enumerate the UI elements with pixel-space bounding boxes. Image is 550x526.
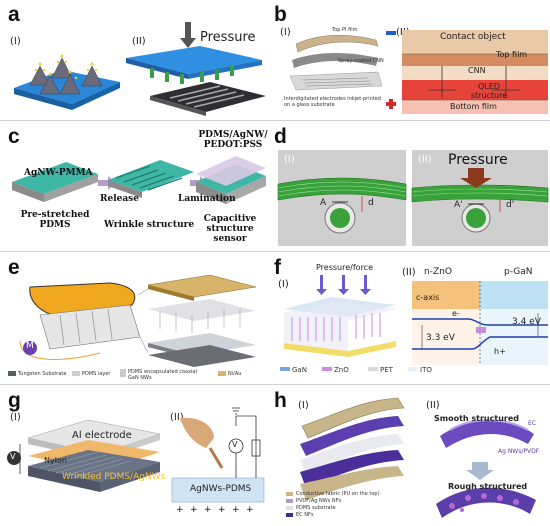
panel-g-label: g	[8, 389, 21, 412]
panel-e-figure	[8, 274, 257, 377]
panel-h-rough: Rough structured	[448, 482, 528, 491]
panel-d-d: d	[368, 198, 374, 208]
panel-a-sub2: (II)	[132, 36, 146, 47]
panel-b-qled: QLED structure	[470, 82, 508, 100]
panel-d-figure	[277, 150, 549, 246]
panel-c-lamination: Lamination	[178, 194, 236, 204]
panel-a-pressure: Pressure	[200, 30, 256, 45]
panel-c-wrinkle: Wrinkle structure	[104, 220, 195, 230]
panel-h-legend-0: Conductive fabric (PU on the top)	[296, 491, 380, 497]
row-separator	[0, 120, 550, 121]
panel-f-label: f	[274, 256, 281, 279]
panel-c-capacitive: Capacitive structure sensor	[203, 214, 257, 244]
panel-b-sub1: (I)	[280, 27, 291, 38]
panel-h-legend-1: PVDF/Ag NWs NFs	[296, 498, 342, 504]
svg-text:+: +	[190, 505, 198, 515]
panel-f-legend-0: GaN	[292, 366, 307, 374]
panel-d-sub1: (I)	[284, 154, 295, 165]
panel-f-legend-2: PET	[380, 366, 393, 374]
svg-text:+: +	[204, 505, 212, 515]
panel-c-figure	[12, 156, 266, 204]
panel-b-label: b	[274, 3, 287, 26]
svg-text:+: +	[176, 505, 184, 515]
panel-e: e M Tungsten Substrate PDMS layer PDMS e…	[0, 253, 270, 383]
panel-f-figure	[280, 275, 548, 371]
panel-h-smooth: Smooth structured	[434, 414, 519, 423]
panel-h-label: h	[274, 389, 287, 412]
panel-d-label: d	[274, 125, 287, 148]
panel-g-nylon: Nylon	[44, 456, 67, 465]
panel-e-legend-3: Ni/Au	[228, 371, 242, 377]
panel-c-pdms-stack: PDMS/AgNW/ PEDOT:PSS	[198, 130, 268, 150]
panel-b-cnn: CNN	[468, 66, 486, 75]
panel-b-figure	[289, 30, 548, 114]
panel-h-agpvdf: Ag NWs/PVDF	[498, 448, 540, 455]
panel-f-ev2: 3.3 eV	[426, 333, 455, 343]
panel-d-pressure: Pressure	[448, 152, 508, 168]
panel-b-spray: Spray-coated CNN	[338, 58, 384, 64]
panel-f-pressure: Pressure/force	[316, 263, 373, 272]
panel-c: c AgNW-PMMA Release Lamination PDMS/AgNW…	[0, 122, 270, 250]
panel-f-nzno: n-ZnO	[424, 267, 452, 277]
panel-c-label: c	[8, 125, 20, 148]
panel-d-A2: A'	[454, 200, 463, 210]
panel-h-ec: EC	[528, 420, 536, 427]
panel-c-release: Release	[100, 194, 139, 204]
panel-a: a (I) (II) Pressure	[0, 0, 270, 118]
panel-h-legend-3: EC NFs	[296, 512, 314, 518]
panel-g-agnws: AgNWs-PDMS	[190, 484, 252, 494]
panel-f-legend-3: ITO	[420, 366, 432, 374]
panel-d-A: A	[320, 198, 327, 208]
panel-d: d (I) (II) Pressure A d A' d'	[272, 122, 550, 250]
panel-f-caxis: c-axis	[416, 293, 440, 302]
panel-b-electrodes: Interdigitated electrodes inkjet-printed…	[284, 96, 381, 108]
panel-b: b (I) (II) Top PI film Spray-coated CNN …	[272, 0, 550, 118]
panel-e-legend-0: Tungsten Substrate	[18, 371, 67, 377]
panel-e-legend-1: PDMS layer	[82, 371, 111, 377]
row-separator	[0, 251, 550, 252]
panel-b-contact: Contact object	[440, 32, 506, 42]
panel-g-al: Al electrode	[72, 430, 132, 441]
panel-g: g (I) (II) + + + + + +	[0, 386, 270, 524]
panel-g-figure: + + + + + +	[7, 407, 265, 515]
panel-a-label: a	[8, 3, 20, 26]
svg-text:+: +	[246, 505, 254, 515]
panel-h-sub2: (II)	[426, 400, 440, 411]
panel-f-h: h+	[494, 347, 506, 356]
panel-g-v-left: V	[10, 452, 16, 461]
panel-f-pgan: p-GaN	[504, 267, 533, 277]
panel-h: h (I) (II) Conductive fabric (PU on the …	[272, 386, 550, 524]
panel-g-sub1: (I)	[10, 412, 21, 423]
panel-d-d2: d'	[506, 200, 515, 210]
panel-f-sub2: (II)	[402, 267, 416, 278]
panel-g-v-right: V	[232, 440, 238, 449]
panel-h-legend-2: PDMS substrate	[296, 505, 336, 511]
panel-e-meter: M	[26, 341, 34, 351]
panel-e-legend-2: PDMS encapsulated coaxial GaN NWs	[128, 369, 197, 381]
panel-e-label: e	[8, 256, 20, 279]
panel-b-bottom: Bottom film	[450, 102, 497, 111]
panel-d-sub2: (II)	[418, 154, 432, 165]
svg-text:+: +	[218, 505, 226, 515]
panel-g-sub2: (II)	[170, 412, 184, 423]
panel-h-figure	[286, 397, 536, 518]
panel-f-e: e-	[452, 309, 460, 318]
panel-f: f (I) (II) Pressure/force	[272, 253, 550, 383]
panel-g-wrinkled: Wrinkled PDMS/AgNWs	[62, 472, 166, 482]
panel-c-agnw-pmma: AgNW-PMMA	[24, 168, 93, 178]
panel-f-sub1: (I)	[278, 279, 289, 290]
row-separator	[0, 384, 550, 385]
panel-f-legend-1: ZnO	[334, 366, 349, 374]
panel-c-prestretched: Pre-stretched PDMS	[20, 210, 90, 230]
svg-text:+: +	[232, 505, 240, 515]
panel-f-ev1: 3.4 eV	[512, 317, 541, 327]
panel-b-top-pi: Top PI film	[332, 27, 358, 33]
panel-b-topfilm: Top film	[496, 50, 528, 59]
panel-a-figure	[14, 22, 266, 116]
panel-h-sub1: (I)	[298, 400, 309, 411]
panel-a-sub1: (I)	[10, 36, 21, 47]
